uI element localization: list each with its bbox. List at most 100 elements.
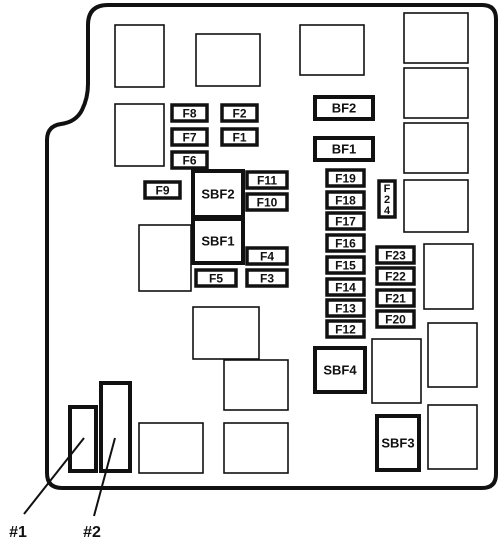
fuse-label: F18 <box>335 193 356 207</box>
fuse-sbf1: SBF1 <box>191 217 245 265</box>
connector-2 <box>99 381 132 473</box>
fuse-label: SBF4 <box>323 363 357 378</box>
relay-block <box>423 243 474 310</box>
fuse-outline <box>220 127 259 147</box>
fuse-f7: F7 <box>170 127 209 147</box>
fuse-f20: F20 <box>375 309 416 329</box>
leader-line-1 <box>23 437 85 515</box>
fuse-outline <box>325 190 366 210</box>
relay-block <box>114 103 165 167</box>
fuse-label: BF2 <box>332 101 357 116</box>
fuse-label: F23 <box>385 248 406 262</box>
fuse-f11: F11 <box>245 170 289 190</box>
leader-line-2 <box>93 437 116 517</box>
fuse-label: BF1 <box>332 142 357 157</box>
relay-block <box>223 422 289 474</box>
relay-block <box>114 24 165 88</box>
fuse-outline <box>313 95 375 121</box>
fuse-label: F2 <box>232 106 246 120</box>
fuse-f4: F4 <box>245 246 289 266</box>
fuse-f2: F2 <box>220 103 259 123</box>
relay-block <box>299 24 365 76</box>
fuse-sbf2: SBF2 <box>191 169 245 219</box>
fuse-f5: F5 <box>194 268 238 288</box>
connector-callouts: #1 #2 <box>9 381 132 541</box>
fuse-outline <box>170 150 209 170</box>
fuse-label: F7 <box>182 130 196 144</box>
relay-block <box>223 359 289 411</box>
fuse-outline <box>325 319 366 339</box>
fuse-outline <box>313 346 367 394</box>
relay-block <box>403 122 469 174</box>
fuse-label: F15 <box>335 258 356 272</box>
relay-block <box>427 404 478 470</box>
fuse-outline <box>143 180 182 200</box>
fuse-f12: F12 <box>325 319 366 339</box>
fuse-outline <box>325 255 366 275</box>
fuse-f6: F6 <box>170 150 209 170</box>
fuse-f21: F21 <box>375 288 416 308</box>
fuse-sbf4: SBF4 <box>313 346 367 394</box>
fuse-f3: F3 <box>245 268 289 288</box>
fuse-outline <box>377 179 397 219</box>
fuse-outline <box>375 309 416 329</box>
callout-label-2: #2 <box>83 524 101 541</box>
fuse-box-housing <box>45 3 498 490</box>
relay-block <box>403 67 469 119</box>
fuse-label: SBF1 <box>201 234 234 249</box>
fuse-label: F17 <box>335 214 356 228</box>
fuse-f18: F18 <box>325 190 366 210</box>
fuse-label: SBF2 <box>201 187 234 202</box>
relay-block <box>371 338 422 404</box>
fuse-outline <box>325 277 366 297</box>
relay-block <box>195 33 261 87</box>
fuse-label: SBF3 <box>381 436 414 451</box>
relay-block <box>192 306 260 360</box>
fuse-outline <box>313 136 375 162</box>
fuse-label: F19 <box>335 171 356 185</box>
fuse-label: F9 <box>155 183 169 197</box>
fuse-outline <box>170 127 209 147</box>
fuse-outline <box>194 268 238 288</box>
fuse-label: F22 <box>385 269 406 283</box>
fuse-label: F21 <box>385 291 406 305</box>
fuse-f16: F16 <box>325 233 366 253</box>
fuse-outline <box>325 298 366 318</box>
fuse-outline <box>325 211 366 231</box>
fuse-bf1: BF1 <box>313 136 375 162</box>
relay-blocks <box>114 12 478 474</box>
fuse-label: F10 <box>257 195 278 209</box>
fuse-outline <box>245 192 289 212</box>
fuse-f13: F13 <box>325 298 366 318</box>
fuse-bf2: BF2 <box>313 95 375 121</box>
fuse-outline <box>245 268 289 288</box>
fuse-outline <box>325 168 366 188</box>
fuse-label: F16 <box>335 236 356 250</box>
fuse-f22: F22 <box>375 266 416 286</box>
fuse-label: F14 <box>335 280 356 294</box>
fuse-f10: F10 <box>245 192 289 212</box>
fuse-outline <box>325 233 366 253</box>
fuse-outline <box>245 246 289 266</box>
callout-label-1: #1 <box>9 524 27 541</box>
fuse-label: F4 <box>260 249 274 263</box>
fuse-f14: F14 <box>325 277 366 297</box>
fuse-label: F11 <box>257 173 277 187</box>
fuse-f15: F15 <box>325 255 366 275</box>
fuse-sbf3: SBF3 <box>375 414 421 472</box>
fuse-outline <box>375 245 416 265</box>
fuse-outline <box>245 170 289 190</box>
fuse-f23: F23 <box>375 245 416 265</box>
relay-block <box>138 422 204 474</box>
fuse-label: F5 <box>209 271 223 285</box>
fuse-label: F13 <box>335 301 356 315</box>
fuse-label: F8 <box>182 106 196 120</box>
fuse-label: F6 <box>182 153 196 167</box>
fuse-label: F12 <box>335 322 356 336</box>
fuse-outline <box>191 217 245 265</box>
fuse-outline <box>375 414 421 472</box>
fuse-f8: F8 <box>170 103 209 123</box>
fuse-f1: F1 <box>220 127 259 147</box>
